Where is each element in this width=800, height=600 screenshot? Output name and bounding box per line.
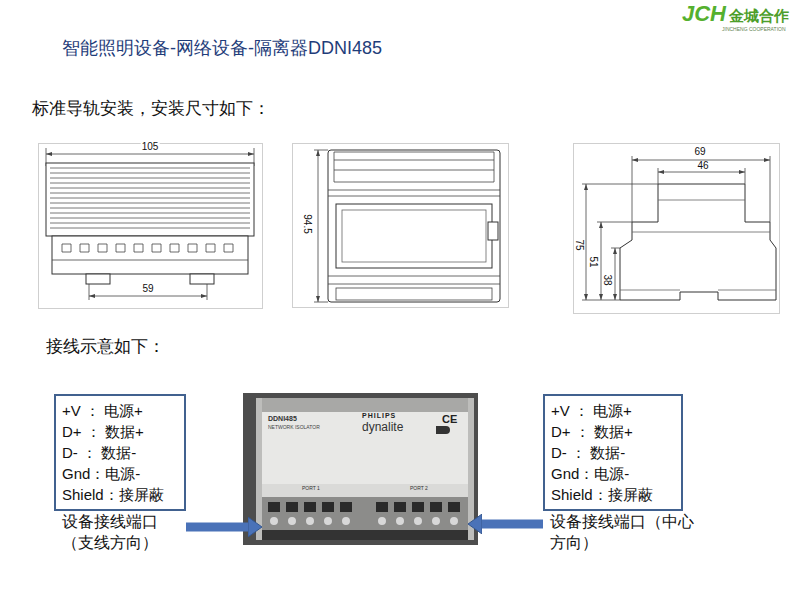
front-window-inner xyxy=(342,210,486,262)
dimension-label: 51 xyxy=(588,255,598,268)
base-strip xyxy=(336,288,492,300)
model-name: DDNI485 xyxy=(268,415,297,422)
housing-detail xyxy=(328,152,500,284)
pin-definition: D+ ： 数据+ xyxy=(551,421,673,442)
brand-logo-mark xyxy=(436,426,450,434)
pin-definition: D+ ： 数据+ xyxy=(62,421,176,442)
brand-name: PHILIPS xyxy=(362,412,396,419)
view-frame xyxy=(574,144,780,314)
pin-definition: +V ： 电源+ xyxy=(62,400,176,421)
dimension-line xyxy=(582,156,770,300)
dimension-arrow xyxy=(584,158,770,300)
device-housing xyxy=(256,398,474,540)
device-base xyxy=(262,530,468,540)
front-window xyxy=(336,204,492,268)
terminal-screws xyxy=(270,517,458,525)
block-arrow xyxy=(482,520,543,529)
photo-background xyxy=(243,393,478,545)
pin-definition: +V ： 电源+ xyxy=(551,400,673,421)
dimension-arrow xyxy=(46,152,254,156)
port-label-strip xyxy=(262,484,468,497)
latch-tab xyxy=(488,222,498,240)
port-caption: 设备接线端口（支线方向） xyxy=(54,511,166,553)
view-frame xyxy=(293,144,509,308)
section-heading: 标准导轨安装，安装尺寸如下： xyxy=(32,100,270,117)
dimension-label: 46 xyxy=(696,161,709,171)
pin-definition: Shield：接屏蔽 xyxy=(551,484,673,505)
device-photo: DDNI485NETWORK ISOLATOR PHILIPS dynalite CE… xyxy=(262,398,468,538)
pin-definition: Shield：接屏蔽 xyxy=(62,484,176,505)
cooling-fins xyxy=(50,168,250,228)
terminal-legend-box: +V ： 电源+D+ ： 数据+D- ： 数据-Gnd：电源-Shield：接屏… xyxy=(543,394,700,553)
dimension-label: 69 xyxy=(693,147,706,157)
dimension-label: 105 xyxy=(141,142,160,152)
terminal-openings xyxy=(268,502,460,512)
mounting-foot xyxy=(86,274,110,284)
dimension-label: 59 xyxy=(141,284,154,294)
housing-outline xyxy=(328,150,500,302)
device-lid xyxy=(262,398,468,412)
dimension-line xyxy=(89,284,207,300)
dimension-label: 94.5 xyxy=(302,213,312,234)
pin-definition: Gnd：电源- xyxy=(551,463,673,484)
pin-list-frame: +V ： 电源+D+ ： 数据+D- ： 数据-Gnd：电源-Shield：接屏… xyxy=(54,394,186,511)
port-caption: 设备接线端口（中心方向） xyxy=(543,511,700,553)
pin-definition: Gnd：电源- xyxy=(62,463,176,484)
dimension-label: 75 xyxy=(574,238,584,251)
slide-title: 智能照明设备-网络设备-隔离器DDNI485 xyxy=(62,36,382,60)
terminal-legend-box: +V ： 电源+D+ ： 数据+D- ： 数据-Gnd：电源-Shield：接屏… xyxy=(54,394,186,553)
terminal-slots xyxy=(52,244,248,260)
model-description: NETWORK ISOLATOR xyxy=(268,425,320,430)
terminal-strip xyxy=(262,497,468,530)
dimension-line xyxy=(314,150,328,302)
logo-mark: JCH xyxy=(682,3,726,25)
section-heading: 接线示意如下： xyxy=(46,338,165,355)
terminal-block-outline xyxy=(52,236,248,274)
mounting-foot xyxy=(190,274,214,284)
logo-text: 金城合作 xyxy=(729,8,789,23)
profile-detail xyxy=(620,200,776,290)
logo-subtitle: JINCHENG COOPERATION xyxy=(722,27,786,32)
dimension-label: 38 xyxy=(602,273,612,286)
pin-definition: D- ： 数据- xyxy=(62,442,176,463)
block-arrow xyxy=(186,523,248,532)
pin-list-frame: +V ： 电源+D+ ： 数据+D- ： 数据-Gnd：电源-Shield：接屏… xyxy=(543,394,683,511)
view-frame xyxy=(39,144,263,309)
port-label: PORT 2 xyxy=(410,486,428,491)
din-profile xyxy=(620,184,776,300)
certification-mark: CE xyxy=(442,414,457,425)
device-label-face xyxy=(262,412,468,484)
dimension-arrow xyxy=(316,150,320,302)
dimension-arrow xyxy=(89,294,207,298)
housing-outline xyxy=(46,163,254,236)
pin-definition: D- ： 数据- xyxy=(551,442,673,463)
product-line: dynalite xyxy=(362,421,403,433)
port-label: PORT 1 xyxy=(302,486,320,491)
